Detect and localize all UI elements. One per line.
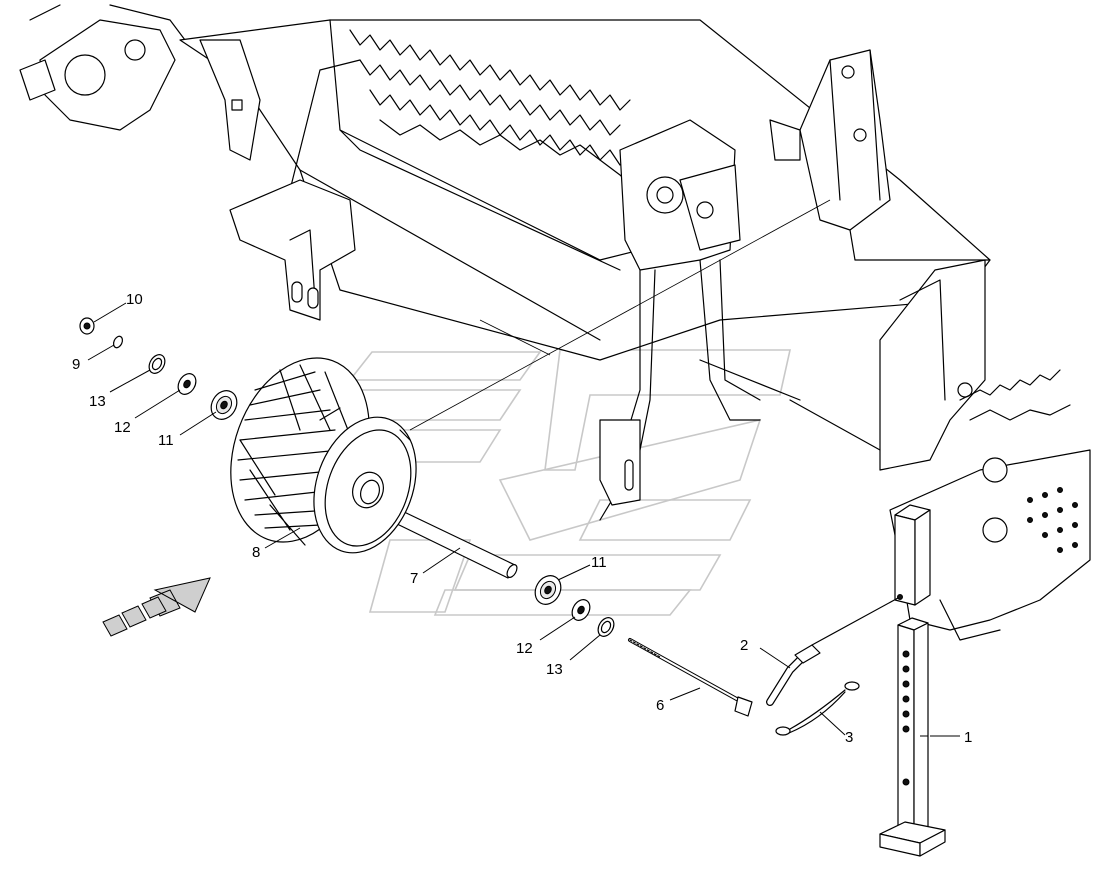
stand-holes — [902, 650, 910, 786]
callout-9: 9 — [72, 356, 80, 373]
assembly-lines — [409, 199, 831, 431]
callout-12-left: 12 — [114, 419, 131, 436]
washer-part-12-right — [571, 599, 591, 621]
leader-lines — [87, 302, 960, 737]
spacer-part-13-right — [597, 617, 615, 637]
lock-washer-part-9 — [112, 335, 124, 349]
callout-7: 7 — [410, 570, 418, 587]
retaining-clip-part-3 — [775, 681, 860, 736]
callout-2: 2 — [740, 637, 748, 654]
callout-8: 8 — [252, 544, 260, 561]
bolt-pattern — [1027, 487, 1078, 553]
callout-10: 10 — [126, 291, 143, 308]
callout-11-right: 11 — [591, 554, 607, 571]
callout-6: 6 — [656, 697, 664, 714]
bearing-part-11-right — [534, 575, 562, 605]
direction-arrow-icon — [102, 577, 211, 637]
callout-1: 1 — [964, 729, 972, 746]
spacer-part-13-left — [148, 354, 166, 374]
callout-13-left: 13 — [89, 393, 106, 410]
conveyor-teeth — [349, 29, 636, 191]
wheel-part-8 — [230, 357, 417, 554]
tire-treads — [237, 364, 351, 546]
axle-tube-part-7 — [392, 509, 518, 579]
stand-sleeve — [894, 504, 931, 606]
machine-frame — [19, 4, 1091, 641]
callout-13-right: 13 — [546, 661, 563, 678]
jack-stand-part-1 — [879, 617, 946, 857]
callout-11-left: 11 — [158, 432, 174, 449]
washer-part-12-left — [177, 373, 197, 395]
nut-part-10 — [79, 317, 95, 335]
bearing-part-11-left — [210, 390, 238, 420]
callout-12-right: 12 — [516, 640, 533, 657]
axle-bolt-part-6 — [628, 638, 753, 717]
callout-3: 3 — [845, 729, 853, 746]
callouts: 10 9 13 12 11 8 7 11 12 13 6 2 3 1 — [72, 291, 972, 746]
lock-pin-part-2 — [766, 597, 899, 706]
